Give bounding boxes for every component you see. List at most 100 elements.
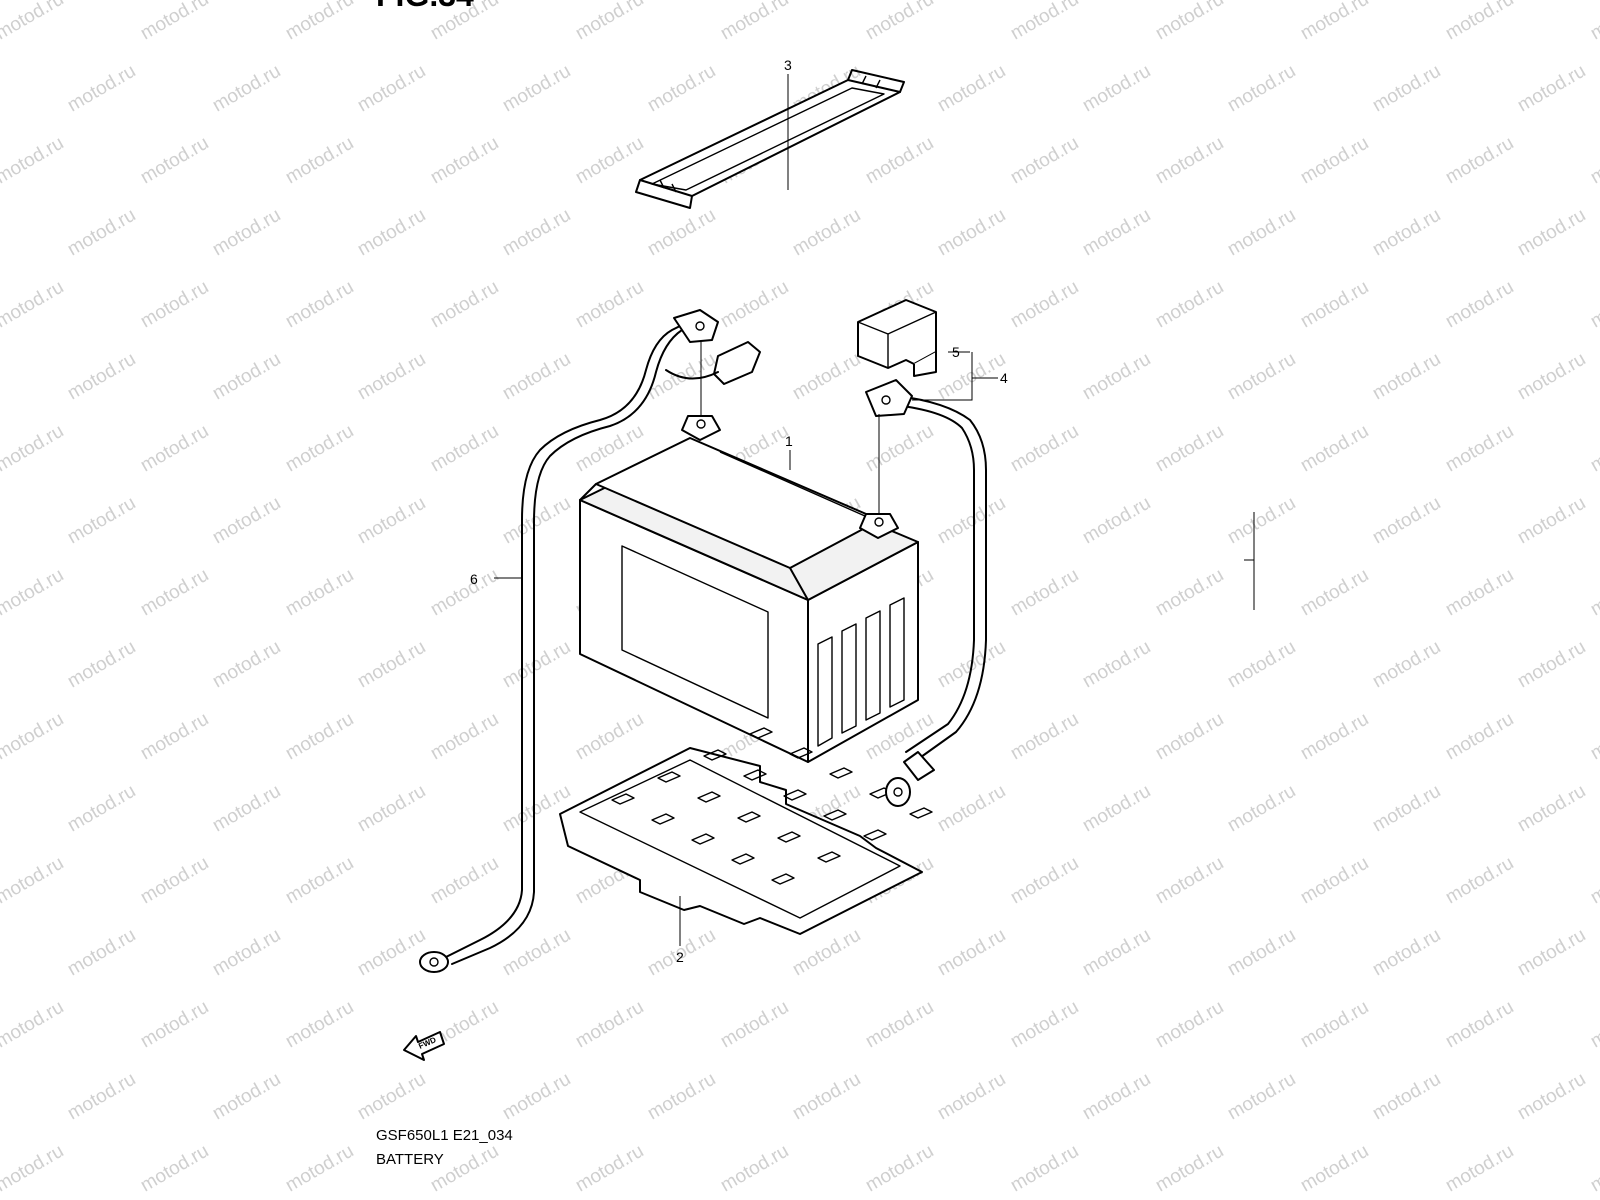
watermark-text: motod.ru bbox=[1224, 637, 1299, 693]
fwd-arrow-icon: FWD bbox=[403, 1031, 445, 1061]
watermark-text: motod.ru bbox=[282, 0, 357, 44]
watermark-text: motod.ru bbox=[862, 0, 937, 44]
watermark-text: motod.ru bbox=[862, 133, 937, 189]
tray-slot bbox=[817, 851, 841, 863]
watermark-text: motod.ru bbox=[572, 0, 647, 44]
watermark-text: motod.ru bbox=[427, 277, 502, 333]
watermark-text: motod.ru bbox=[572, 997, 647, 1053]
watermark-text: motod.ru bbox=[137, 997, 212, 1053]
watermark-text: motod.ru bbox=[1587, 853, 1600, 909]
watermark-text: motod.ru bbox=[64, 637, 139, 693]
watermark-text: motod.ru bbox=[0, 997, 67, 1053]
watermark-text: motod.ru bbox=[1369, 61, 1444, 117]
watermark-text: motod.ru bbox=[209, 61, 284, 117]
watermark-text: motod.ru bbox=[644, 205, 719, 261]
watermark-text: motod.ru bbox=[1079, 781, 1154, 837]
watermark-text: motod.ru bbox=[1442, 1141, 1517, 1197]
watermark-text: motod.ru bbox=[1079, 925, 1154, 981]
watermark-text: motod.ru bbox=[427, 133, 502, 189]
watermark-text: motod.ru bbox=[1152, 0, 1227, 44]
watermark-text: motod.ru bbox=[1007, 0, 1082, 44]
callout-4: 4 bbox=[1000, 370, 1008, 386]
battery-strap[interactable] bbox=[635, 69, 905, 209]
watermark-text: motod.ru bbox=[354, 1069, 429, 1125]
watermark-text: motod.ru bbox=[717, 1141, 792, 1197]
watermark-text: motod.ru bbox=[1297, 0, 1372, 44]
watermark-text: motod.ru bbox=[1587, 0, 1600, 44]
watermark-text: motod.ru bbox=[1587, 133, 1600, 189]
watermark-text: motod.ru bbox=[1369, 349, 1444, 405]
watermark-text: motod.ru bbox=[282, 421, 357, 477]
watermark-text: motod.ru bbox=[1587, 277, 1600, 333]
watermark-text: motod.ru bbox=[354, 925, 429, 981]
tray-slot bbox=[731, 853, 755, 865]
watermark-text: motod.ru bbox=[1007, 997, 1082, 1053]
watermark-text: motod.ru bbox=[137, 853, 212, 909]
tray-slot bbox=[657, 771, 681, 783]
plus-cable[interactable] bbox=[865, 379, 987, 807]
tray-slot bbox=[743, 769, 767, 781]
watermark-text: motod.ru bbox=[1369, 205, 1444, 261]
watermark-text: motod.ru bbox=[1297, 997, 1372, 1053]
watermark-text: motod.ru bbox=[1224, 205, 1299, 261]
watermark-text: motod.ru bbox=[1442, 133, 1517, 189]
watermark-text: motod.ru bbox=[64, 925, 139, 981]
tray-slot bbox=[863, 829, 887, 841]
watermark-text: motod.ru bbox=[209, 205, 284, 261]
watermark-text: motod.ru bbox=[1007, 133, 1082, 189]
watermark-text: motod.ru bbox=[572, 709, 647, 765]
minus-cable[interactable] bbox=[419, 309, 761, 973]
watermark-text: motod.ru bbox=[282, 853, 357, 909]
watermark-text: motod.ru bbox=[1514, 925, 1589, 981]
watermark-text: motod.ru bbox=[427, 853, 502, 909]
tray-slot bbox=[789, 747, 813, 759]
tray-slot bbox=[909, 807, 933, 819]
watermark-text: motod.ru bbox=[1224, 781, 1299, 837]
callout-6: 6 bbox=[470, 571, 478, 587]
watermark-text: motod.ru bbox=[1442, 853, 1517, 909]
battery[interactable] bbox=[579, 415, 919, 763]
watermark-text: motod.ru bbox=[572, 133, 647, 189]
watermark-text: motod.ru bbox=[1007, 277, 1082, 333]
watermark-text: motod.ru bbox=[1514, 493, 1589, 549]
watermark-text: motod.ru bbox=[64, 205, 139, 261]
tray-slot bbox=[829, 767, 853, 779]
terminal-cover[interactable] bbox=[857, 299, 937, 377]
watermark-text: motod.ru bbox=[427, 565, 502, 621]
watermark-text: motod.ru bbox=[137, 421, 212, 477]
watermark-text: motod.ru bbox=[1224, 61, 1299, 117]
battery-tray[interactable] bbox=[559, 727, 933, 935]
watermark-text: motod.ru bbox=[1369, 781, 1444, 837]
watermark-text: motod.ru bbox=[1369, 493, 1444, 549]
watermark-text: motod.ru bbox=[354, 637, 429, 693]
watermark-text: motod.ru bbox=[137, 1141, 212, 1197]
watermark-text: motod.ru bbox=[1587, 421, 1600, 477]
watermark-text: motod.ru bbox=[1007, 709, 1082, 765]
watermark-text: motod.ru bbox=[64, 349, 139, 405]
watermark-text: motod.ru bbox=[1297, 133, 1372, 189]
watermark-text: motod.ru bbox=[934, 493, 1009, 549]
watermark-text: motod.ru bbox=[64, 61, 139, 117]
watermark-text: motod.ru bbox=[0, 133, 67, 189]
callout-1: 1 bbox=[785, 433, 793, 449]
watermark-text: motod.ru bbox=[427, 421, 502, 477]
watermark-text: motod.ru bbox=[1079, 1069, 1154, 1125]
watermark-text: motod.ru bbox=[282, 1141, 357, 1197]
callout-5: 5 bbox=[952, 344, 960, 360]
watermark-text: motod.ru bbox=[209, 493, 284, 549]
watermark-text: motod.ru bbox=[644, 1069, 719, 1125]
watermark-text: motod.ru bbox=[1442, 565, 1517, 621]
watermark-text: motod.ru bbox=[1007, 853, 1082, 909]
watermark-text: motod.ru bbox=[1442, 997, 1517, 1053]
watermark-text: motod.ru bbox=[209, 637, 284, 693]
watermark-text: motod.ru bbox=[354, 349, 429, 405]
watermark-text: motod.ru bbox=[282, 565, 357, 621]
watermark-text: motod.ru bbox=[717, 0, 792, 44]
watermark-text: motod.ru bbox=[1514, 637, 1589, 693]
watermark-text: motod.ru bbox=[1007, 421, 1082, 477]
tray-slot bbox=[611, 793, 635, 805]
watermark-text: motod.ru bbox=[1152, 1141, 1227, 1197]
watermark-text: motod.ru bbox=[1224, 925, 1299, 981]
tray-slot bbox=[697, 791, 721, 803]
